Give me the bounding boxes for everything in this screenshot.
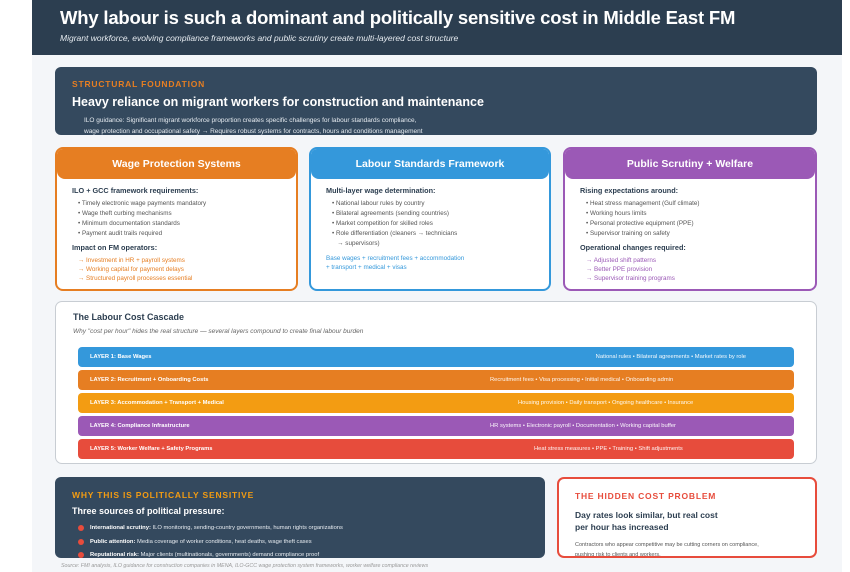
hidden-title: Day rates look similar, but real cost pe…: [575, 510, 718, 532]
source-note: Source: FMI analysis, ILO guidance for c…: [61, 563, 429, 569]
list-item: • Wage theft curbing mechanisms: [78, 210, 172, 217]
pressure-label: International scrutiny:: [90, 525, 151, 531]
cascade-layer-2: LAYER 2: Recruitment + Onboarding Costs R…: [78, 370, 794, 390]
list-item: • Heat stress management (Gulf climate): [586, 200, 700, 207]
layer-detail: HR systems • Electronic payroll • Docume…: [490, 423, 676, 429]
card-section-heading: Rising expectations around:: [580, 186, 679, 195]
list-item: • Minimum documentation standards: [78, 220, 180, 227]
list-item: • Market competition for skilled roles: [332, 220, 433, 227]
layer-detail: Heat stress measures • PPE • Training • …: [534, 446, 683, 452]
impact-item: → Investment in HR + payroll systems: [78, 257, 185, 264]
hidden-cost-panel: THE HIDDEN COST PROBLEM Day rates look s…: [557, 477, 817, 558]
impact-item: → Better PPE provision: [586, 266, 653, 273]
hidden-kicker: THE HIDDEN COST PROBLEM: [575, 491, 717, 501]
list-item: • Role differentiation (cleaners → techn…: [332, 230, 458, 237]
impact-item: → Adjusted shift patterns: [586, 257, 657, 264]
list-item: • Supervisor training on safety: [586, 230, 670, 237]
layer-detail: Housing provision • Daily transport • On…: [518, 400, 694, 406]
list-item: • Payment audit trails required: [78, 230, 163, 237]
layer-name: LAYER 5: Worker Welfare + Safety Program…: [90, 446, 213, 452]
pressure-text: Major clients (multinationals, governmen…: [138, 552, 320, 558]
cascade-layer-5: LAYER 5: Worker Welfare + Safety Program…: [78, 439, 794, 459]
layer-name: LAYER 3: Accommodation + Transport + Med…: [90, 400, 224, 406]
card-title: Labour Standards Framework: [311, 149, 549, 179]
cascade-layer-4: LAYER 4: Compliance Infrastructure HR sys…: [78, 416, 794, 436]
card-title: Wage Protection Systems: [57, 149, 296, 179]
structural-title: Heavy reliance on migrant workers for co…: [72, 95, 484, 109]
pressure-text: ILO monitoring, sending-country governme…: [150, 525, 343, 531]
structural-foundation-panel: STRUCTURAL FOUNDATION Heavy reliance on …: [55, 67, 817, 135]
cascade-layer-3: LAYER 3: Accommodation + Transport + Med…: [78, 393, 794, 413]
list-item: • Bilateral agreements (sending countrie…: [332, 210, 450, 217]
card-wage-protection: Wage Protection Systems ILO + GCC framew…: [55, 147, 298, 291]
hidden-text: Contractors who appear competitive may b…: [575, 542, 759, 558]
cascade-subtitle: Why "cost per hour" hides the real struc…: [73, 328, 364, 335]
pressure-label: Public attention:: [90, 538, 136, 545]
card-public-scrutiny: Public Scrutiny + Welfare Rising expecta…: [563, 147, 817, 291]
impact-item: → Working capital for payment delays: [78, 266, 184, 273]
pressure-item: Public attention: Media coverage of work…: [72, 536, 528, 550]
page-title: Why labour is such a dominant and politi…: [60, 7, 736, 28]
layer-name: LAYER 4: Compliance Infrastructure: [90, 423, 190, 429]
card-section-heading: Operational changes required:: [580, 243, 686, 252]
card-section-heading: Impact on FM operators:: [72, 243, 158, 252]
note-line: Base wages + recruitment fees + accommod…: [326, 255, 465, 262]
impact-item: → Structured payroll processes essential: [78, 275, 193, 282]
structural-kicker: STRUCTURAL FOUNDATION: [72, 79, 206, 89]
header-banner: Why labour is such a dominant and politi…: [32, 0, 842, 55]
card-section-heading: ILO + GCC framework requirements:: [72, 186, 199, 195]
card-section-heading: Multi-layer wage determination:: [326, 186, 436, 195]
list-item: → supervisors): [332, 240, 380, 247]
cost-stack-note: Base wages + recruitment fees + accommod…: [326, 254, 534, 272]
pressure-item: Reputational risk: Major clients (multin…: [72, 549, 528, 558]
layer-name: LAYER 1: Base Wages: [90, 354, 152, 360]
political-kicker: WHY THIS IS POLITICALLY SENSITIVE: [72, 490, 255, 500]
pressure-label: Reputational risk:: [90, 552, 139, 558]
note-line: + transport + medical + visas: [326, 264, 407, 271]
list-item: • Working hours limits: [586, 210, 647, 217]
structural-line: ILO guidance: Significant migrant workfo…: [84, 117, 417, 124]
labour-cost-cascade: The Labour Cost Cascade Why "cost per ho…: [55, 301, 817, 464]
page-subtitle: Migrant workforce, evolving compliance f…: [60, 33, 459, 43]
political-title: Three sources of political pressure:: [72, 506, 225, 516]
structural-text: ILO guidance: Significant migrant workfo…: [72, 115, 800, 135]
card-title: Public Scrutiny + Welfare: [565, 149, 815, 179]
list-item: • Timely electronic wage payments mandat…: [78, 200, 207, 207]
list-item: • Personal protective equipment (PPE): [586, 220, 694, 227]
cascade-title: The Labour Cost Cascade: [73, 312, 185, 322]
cascade-layer-1: LAYER 1: Base Wages National rules • Bila…: [78, 347, 794, 367]
layer-detail: National rules • Bilateral agreements • …: [595, 354, 746, 360]
pressure-text: Media coverage of worker conditions, hea…: [135, 538, 312, 545]
impact-item: → Supervisor training programs: [586, 275, 675, 282]
political-sensitivity-panel: WHY THIS IS POLITICALLY SENSITIVE Three …: [55, 477, 545, 558]
layer-detail: Recruitment fees • Visa processing • Ini…: [490, 377, 674, 383]
card-labour-standards: Labour Standards Framework Multi-layer w…: [309, 147, 551, 291]
pressure-item: International scrutiny: ILO monitoring, …: [72, 522, 528, 536]
layer-name: LAYER 2: Recruitment + Onboarding Costs: [90, 377, 209, 383]
list-item: • National labour rules by country: [332, 200, 425, 207]
structural-line: wage protection and occupational safety …: [84, 128, 423, 135]
